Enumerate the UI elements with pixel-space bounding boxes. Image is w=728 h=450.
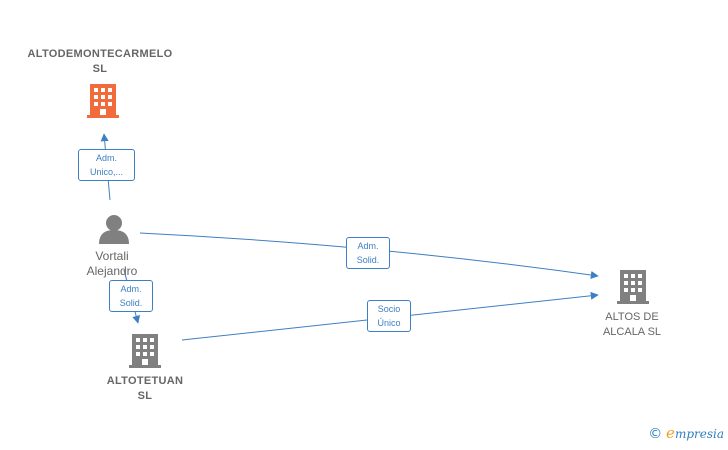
edge-label-socio-unico[interactable]: Socio Único — [367, 300, 411, 332]
node-label-vortali[interactable]: Vortali Alejandro — [86, 249, 138, 278]
person-icon[interactable] — [99, 215, 129, 244]
building-icon[interactable] — [129, 334, 161, 368]
copyright-icon: © — [648, 426, 663, 442]
brand-e: e — [666, 424, 675, 442]
node-label-altos-de-alcala[interactable]: ALTOS DE ALCALA SL — [602, 311, 662, 338]
empresia-logo: © empresia — [648, 424, 724, 442]
building-icon[interactable] — [87, 84, 119, 118]
node-label-altotetuan[interactable]: ALTOTETUAN SL — [106, 375, 184, 402]
brand-name: mpresia — [674, 427, 724, 441]
building-icon[interactable] — [617, 270, 649, 304]
edge-label-adm-unico[interactable]: Adm. Unico,... — [78, 149, 135, 181]
node-label-altodemontecarmelo[interactable]: ALTODEMONTECARMELO SL — [27, 48, 173, 75]
edge-label-adm-solid-alcala[interactable]: Adm. Solid. — [346, 237, 390, 269]
edge-label-adm-solid-tetuan[interactable]: Adm. Solid. — [109, 280, 153, 312]
